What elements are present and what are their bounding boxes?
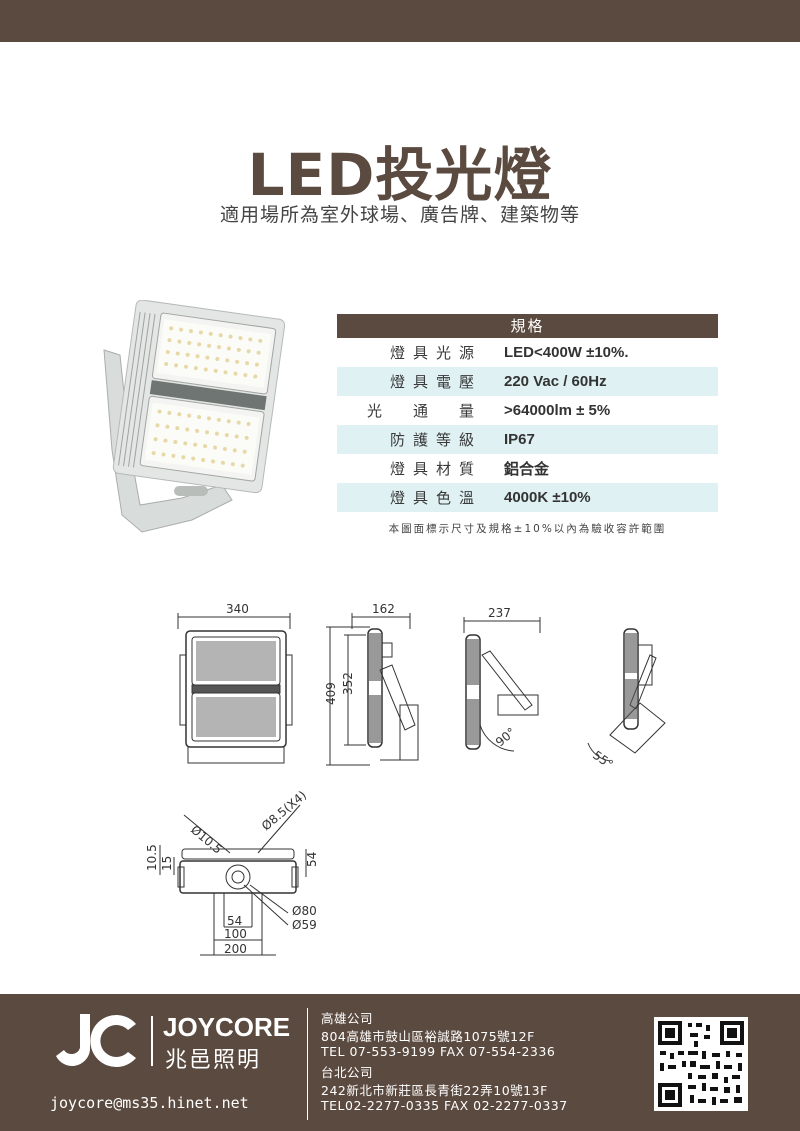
spec-table: 規格 燈具光源 LED<400W ±10%. 燈具電壓 220 Vac / 60… — [337, 314, 718, 512]
brand-name-en: JOYCORE — [163, 1012, 291, 1042]
qr-code[interactable] — [654, 1017, 748, 1111]
kaohsiung-phone: TEL 07-553-9199 FAX 07-554-2336 — [321, 1044, 556, 1059]
dim-w-100: 100 — [224, 927, 247, 941]
page-title: LED投光燈 — [247, 141, 553, 209]
joycore-logo-mark — [56, 1014, 136, 1067]
brand-name-zh: 兆邑照明 — [165, 1048, 262, 1073]
spec-value: 鋁合金 — [504, 461, 550, 478]
spec-label: 燈具光源 — [389, 344, 482, 362]
dim-tilt-width: 237 — [488, 606, 511, 620]
dim-side-height-total: 409 — [324, 682, 338, 705]
footer: JOYCORE 兆邑照明 joycore@ms35.hinet.net 高雄公司… — [0, 994, 800, 1131]
top-banner — [0, 0, 800, 42]
kaohsiung-office-label: 高雄公司 — [321, 1011, 374, 1026]
dim-h-15: 15 — [160, 856, 174, 871]
spec-row: 防護等級 IP67 — [337, 425, 718, 454]
spec-value: >64000lm ± 5% — [504, 402, 611, 419]
spec-value: 220 Vac / 60Hz — [504, 373, 607, 390]
dimension-drawings: 340 162 409 352 237 90° 55° — [145, 602, 666, 956]
kaohsiung-address: 804高雄市鼓山區裕誠路1075號12F — [321, 1029, 535, 1044]
spec-value: 4000K ±10% — [504, 489, 591, 506]
dim-h-10-5: 10.5 — [145, 844, 159, 871]
logo-divider — [151, 1016, 153, 1066]
dim-side-depth: 162 — [372, 602, 395, 616]
spec-label: 光 通 量 — [366, 402, 482, 420]
spec-row: 燈具色溫 4000K ±10% — [337, 483, 718, 512]
spec-label: 燈具電壓 — [389, 373, 482, 391]
spec-value: IP67 — [504, 431, 535, 448]
floodlight-product-image — [103, 300, 286, 533]
dim-front-width: 340 — [226, 602, 249, 616]
page-subtitle: 適用場所為室外球場、廣告牌、建築物等 — [219, 204, 580, 226]
spec-row: 燈具光源 LED<400W ±10%. — [337, 338, 718, 367]
spec-row: 光 通 量 >64000lm ± 5% — [337, 396, 718, 425]
dim-w-54: 54 — [227, 914, 242, 928]
dim-w-200: 200 — [224, 942, 247, 956]
dim-d-80: Ø80 — [292, 904, 317, 918]
spec-label: 燈具材質 — [389, 460, 482, 478]
spec-value: LED<400W ±10%. — [504, 344, 629, 361]
dim-tilt-angle-2: 55° — [590, 748, 615, 772]
dim-hole-b: Ø8.5(X4) — [259, 788, 309, 833]
taipei-address: 242新北市新莊區長青街22弄10號13F — [321, 1083, 548, 1098]
spec-table-heading: 規格 — [337, 314, 718, 338]
spec-label: 防護等級 — [389, 431, 482, 449]
dim-hole-a: Ø10.5 — [188, 823, 225, 857]
dim-side-height-body: 352 — [341, 672, 355, 695]
contact-email[interactable]: joycore@ms35.hinet.net — [50, 1094, 249, 1112]
taipei-phone: TEL02-2277-0335 FAX 02-2277-0337 — [321, 1098, 568, 1113]
footer-divider — [307, 1008, 308, 1120]
dim-d-59: Ø59 — [292, 918, 317, 932]
taipei-office-label: 台北公司 — [321, 1065, 374, 1080]
spec-row: 燈具電壓 220 Vac / 60Hz — [337, 367, 718, 396]
dim-h-54: 54 — [305, 852, 319, 867]
spec-tolerance-note: 本圖面標示尺寸及規格±10%以內為驗收容許範圍 — [388, 523, 667, 535]
spec-label: 燈具色溫 — [389, 489, 482, 507]
spec-row: 燈具材質 鋁合金 — [337, 454, 718, 483]
